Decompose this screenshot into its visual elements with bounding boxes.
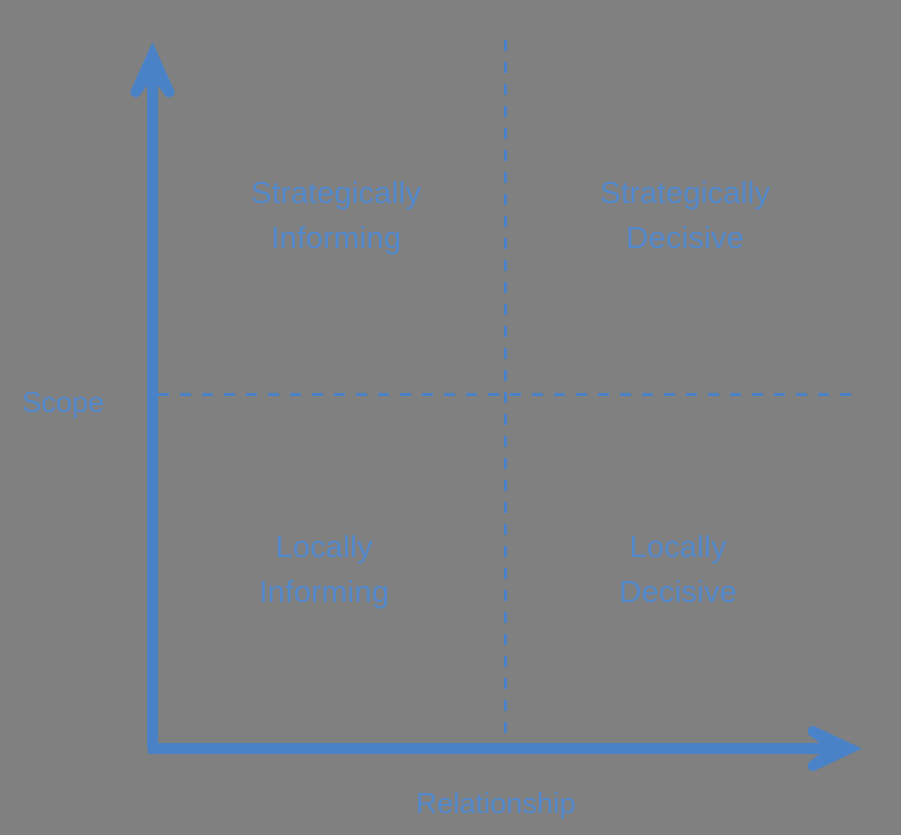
arrow-up-icon (130, 42, 175, 98)
quadrant-label-strategically-informing: Strategically Informing (250, 175, 422, 255)
y-axis-label: Scope (22, 387, 105, 419)
arrow-right-icon (807, 725, 862, 772)
quadrant-label-strategically-decisive: Strategically Decisive (599, 175, 771, 255)
x-axis-label: Relationship (416, 788, 576, 820)
quadrant-label-locally-informing: Locally Informing (258, 529, 390, 609)
quadrant-label-locally-decisive: Locally Decisive (619, 529, 737, 609)
